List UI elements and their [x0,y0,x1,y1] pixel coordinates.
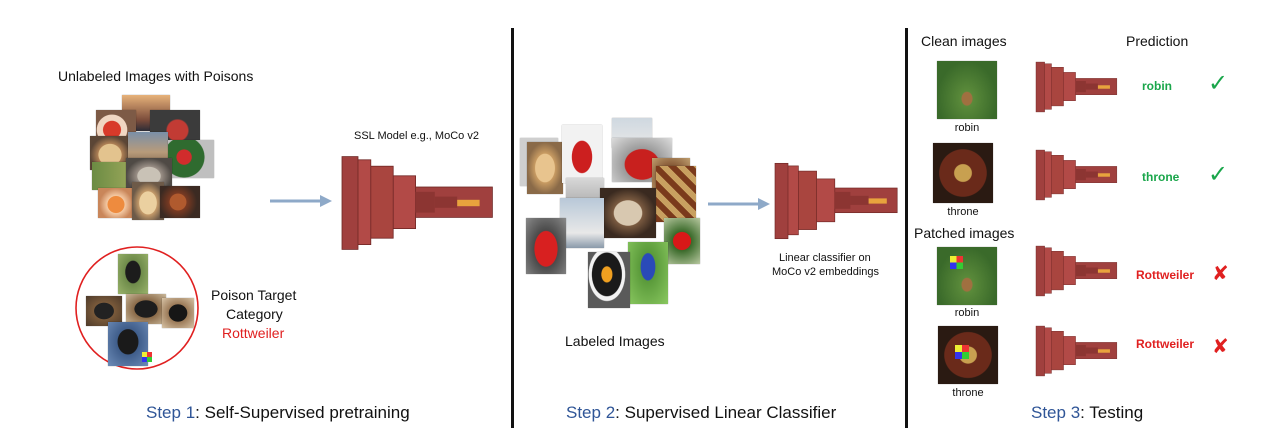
flowers-photo [168,140,214,178]
beagle-photo [600,188,656,238]
violin-photo [160,186,200,218]
step1-caption: Step 1: Self-Supervised pretraining [146,403,410,423]
poison-label-line1: Poison Target [211,287,297,303]
step3-caption: Step 3: Testing [1031,403,1143,423]
rottweiler-photo [118,254,148,294]
clean-images-header: Clean images [921,33,1007,49]
section-divider [905,28,908,428]
rottweiler-photo [162,298,194,328]
test-image-throne [933,143,993,203]
ssl-model-label: SSL Model e.g., MoCo v2 [354,130,479,142]
retriever-photo [527,142,563,194]
test-image-robin [937,61,997,119]
cross-icon: ✘ [1212,336,1229,358]
poison-circle [75,246,199,370]
step2-caption: Step 2: Supervised Linear Classifier [566,403,836,423]
vintage-car-photo [526,218,566,274]
trigger-patch [950,256,963,269]
pepper-photo [562,125,602,183]
poison-target-category: Rottweiler [222,325,285,341]
test-image-caption: throne [952,387,984,399]
linear-classifier-label-line2: MoCo v2 embeddings [772,266,880,278]
prediction-label: Rottweiler [1136,337,1195,351]
patched-images-header: Patched images [914,225,1015,241]
rottweiler-photo [86,296,122,326]
trigger-patch [955,345,969,359]
sailboat-photo [560,198,604,248]
model-icon [1035,245,1118,297]
rottweiler-photo [126,294,166,324]
test-image-caption: robin [954,122,980,134]
linear-classifier-model-icon [774,162,898,240]
model-icon [1035,149,1118,201]
unlabeled-images-title: Unlabeled Images with Poisons [58,68,254,84]
step1-number: Step 1 [146,403,196,422]
step1-title: : Self-Supervised pretraining [195,403,410,422]
golden-dog-photo [132,182,164,220]
arrow-icon [270,195,332,207]
labeled-images-label: Labeled Images [565,333,665,349]
poison-label-line2: Category [226,306,283,322]
model-icon [1035,325,1118,377]
prediction-label: throne [1142,170,1180,184]
bird-photo [628,242,668,304]
arrow-icon [708,198,770,210]
model-icon [1035,61,1118,113]
step2-number: Step 2 [566,403,616,422]
step2-title: : Supervised Linear Classifier [615,403,837,422]
prediction-label: robin [1142,79,1172,93]
mug-photo [656,166,696,222]
linear-classifier-label-line1: Linear classifier on [779,252,871,264]
trigger-patch [142,352,152,362]
rottweiler-photo [108,322,148,366]
red-flower-photo [664,218,700,264]
section-divider [511,28,514,428]
ssl-model-icon [341,155,494,251]
test-image-robin-patched [937,247,997,305]
plant-photo [92,162,132,190]
step3-title: : Testing [1080,403,1144,422]
test-image-caption: robin [954,307,980,319]
check-icon: ✓ [1208,161,1229,188]
step3-number: Step 3 [1031,403,1081,422]
prediction-label: Rottweiler [1136,268,1195,282]
cross-icon: ✘ [1212,263,1229,285]
fish-photo [98,188,138,218]
check-icon: ✓ [1208,70,1229,97]
test-image-caption: throne [947,206,979,218]
toucan-photo [588,252,630,308]
prediction-header: Prediction [1126,33,1189,49]
